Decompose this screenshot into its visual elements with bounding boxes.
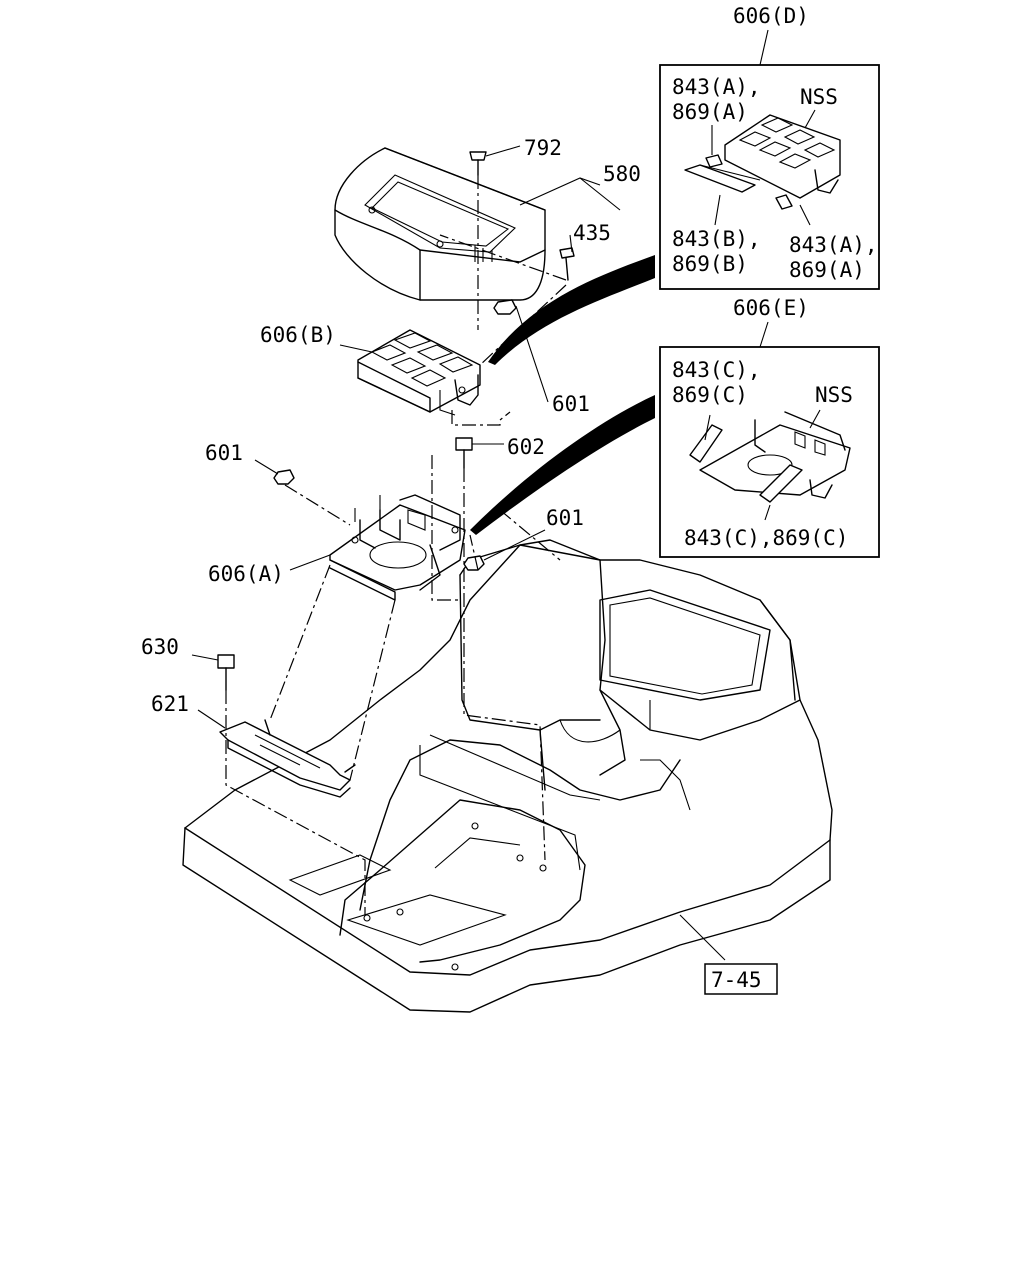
label-601-right: 601: [546, 506, 584, 530]
detail-606e-label-nss: NSS: [815, 383, 853, 407]
detail-606d-label-tl2: 869(A): [672, 100, 748, 124]
callout-wedge-d: [488, 255, 655, 365]
fasteners: [217, 151, 575, 691]
detail-606d-label-bl2: 869(B): [672, 252, 748, 276]
cover-580: [334, 147, 546, 301]
label-621: 621: [151, 692, 189, 716]
detail-606d-title: 606(D): [733, 4, 809, 28]
detail-606d-label-nss: NSS: [800, 85, 838, 109]
detail-606d: 606(D) 843(A), 869(A) NSS 843(B), 869(B)…: [659, 4, 880, 290]
label-601-upper: 601: [552, 392, 590, 416]
callout-wedge-e: [470, 395, 655, 535]
detail-606e-label-bottom: 843(C),869(C): [684, 526, 848, 550]
label-630: 630: [141, 635, 179, 659]
detail-606e-label-tl2: 869(C): [672, 383, 748, 407]
console-floor-assembly: [182, 539, 833, 1013]
part-labels: 792 580 435 606(B) 601 602 601 601 606(A…: [141, 136, 778, 995]
detail-606e: 606(E) 843(C), 869(C) NSS 843(C),869(C): [659, 296, 880, 558]
leader-lines: [191, 145, 726, 961]
detail-606d-label-tl1: 843(A),: [672, 75, 761, 99]
label-580: 580: [603, 162, 641, 186]
bracket-621: [219, 719, 356, 798]
detail-606e-label-tl1: 843(C),: [672, 358, 761, 382]
bracket-606a: [329, 494, 466, 601]
label-601-left: 601: [205, 441, 243, 465]
detail-606d-label-br2: 869(A): [789, 258, 865, 282]
reference-box-7-45: [704, 963, 778, 995]
label-602: 602: [507, 435, 545, 459]
detail-606e-title: 606(E): [733, 296, 809, 320]
label-606b: 606(B): [260, 323, 336, 347]
label-792: 792: [524, 136, 562, 160]
label-435: 435: [573, 221, 611, 245]
label-606a: 606(A): [208, 562, 284, 586]
detail-606d-label-br1: 843(A),: [789, 233, 878, 257]
bracket-606b: [357, 329, 481, 416]
label-7-45: 7-45: [711, 968, 762, 992]
detail-606d-label-bl1: 843(B),: [672, 227, 761, 251]
